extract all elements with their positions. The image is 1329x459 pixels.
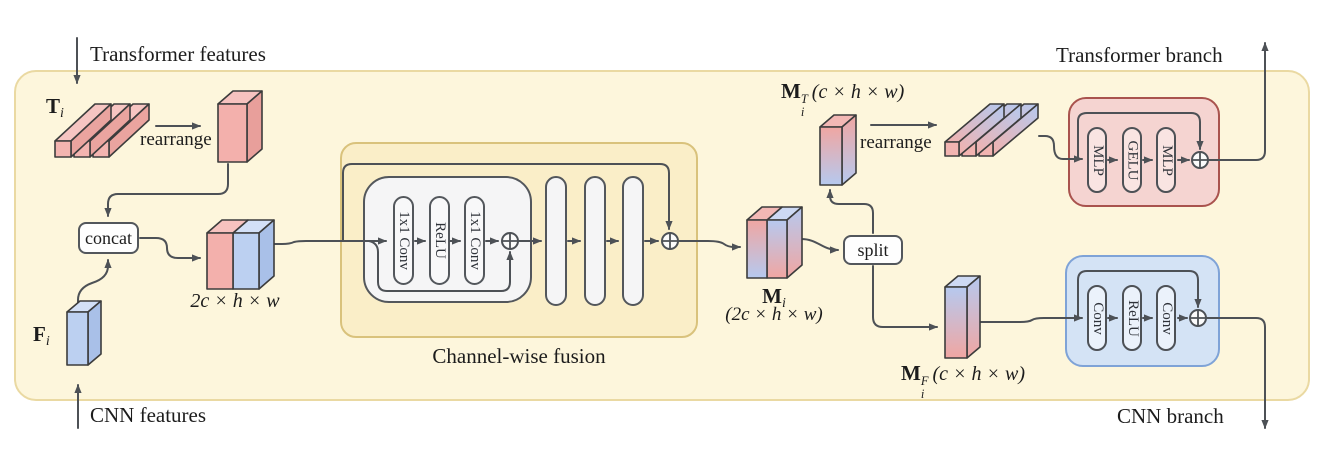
mt-tensor-base: M xyxy=(781,79,801,103)
transformer-branch-label: Transformer branch xyxy=(1056,43,1223,67)
conv-pill-1-label: Conv xyxy=(1089,301,1106,335)
conv1x1-pill-1: 1x1 Conv xyxy=(393,196,414,285)
mlp-pill-2: MLP xyxy=(1156,127,1176,193)
relu-pill-cnn: ReLU xyxy=(1122,285,1142,351)
rearrange-right-label: rearrange xyxy=(860,132,932,153)
f-tensor-base: F xyxy=(33,322,46,346)
mf-tensor-sup: F xyxy=(920,374,929,388)
m-tensor-base: M xyxy=(762,284,782,308)
conv-pill-1: Conv xyxy=(1087,285,1107,351)
conv-pill-2-label: Conv xyxy=(1158,301,1175,335)
split-label: split xyxy=(857,239,889,260)
conv1x1-pill-1-label: 1x1 Conv xyxy=(396,211,413,270)
mf-tensor-sub: i xyxy=(920,386,925,401)
relu-pill-cnn-label: ReLU xyxy=(1124,299,1141,337)
gelu-pill: GELU xyxy=(1122,127,1142,193)
f-tensor-sub: i xyxy=(45,334,50,349)
split-op-box: split xyxy=(843,235,903,265)
mf-tensor-dims: (c × h × w) xyxy=(932,363,1025,385)
relu-pill-label: ReLU xyxy=(432,222,449,259)
f-tensor-label: Fi xyxy=(33,322,50,350)
mt-tensor-sup: T xyxy=(800,92,808,106)
gelu-pill-label: GELU xyxy=(1124,140,1141,180)
residual-block-placeholder-3 xyxy=(622,176,644,306)
m-tensor-label: Mi xyxy=(714,284,834,312)
t-tensor-sub: i xyxy=(60,106,64,121)
mt-tensor-dims: (c × h × w) xyxy=(811,81,905,103)
t-tensor-base: T xyxy=(46,94,61,118)
mf-tensor-base: M xyxy=(901,361,921,385)
t-tensor-label: Ti xyxy=(46,94,64,122)
m-tensor-sub: i xyxy=(781,296,786,311)
conv1x1-pill-2-label: 1x1 Conv xyxy=(467,211,484,270)
cnn-features-label: CNN features xyxy=(90,403,207,427)
rearrange-left-label: rearrange xyxy=(140,129,212,150)
m-tensor-dims: (2c × h × w) xyxy=(725,304,823,325)
residual-block-placeholder-2 xyxy=(584,176,606,306)
concat-dims-label: 2c × h × w xyxy=(190,290,280,312)
concat-label: concat xyxy=(85,227,132,248)
relu-pill: ReLU xyxy=(429,196,450,285)
conv1x1-pill-2: 1x1 Conv xyxy=(464,196,485,285)
residual-block-placeholder-1 xyxy=(545,176,567,306)
mt-tensor-sub: i xyxy=(800,104,805,119)
conv-pill-2: Conv xyxy=(1156,285,1176,351)
cnn-branch-label: CNN branch xyxy=(1117,404,1224,428)
mlp-pill-1: MLP xyxy=(1087,127,1107,193)
channel-wise-fusion-title: Channel-wise fusion xyxy=(432,344,606,368)
mlp-pill-1-label: MLP xyxy=(1089,144,1106,176)
mlp-pill-2-label: MLP xyxy=(1158,144,1175,176)
transformer-features-label: Transformer features xyxy=(90,42,266,66)
concat-op-box: concat xyxy=(78,222,139,254)
